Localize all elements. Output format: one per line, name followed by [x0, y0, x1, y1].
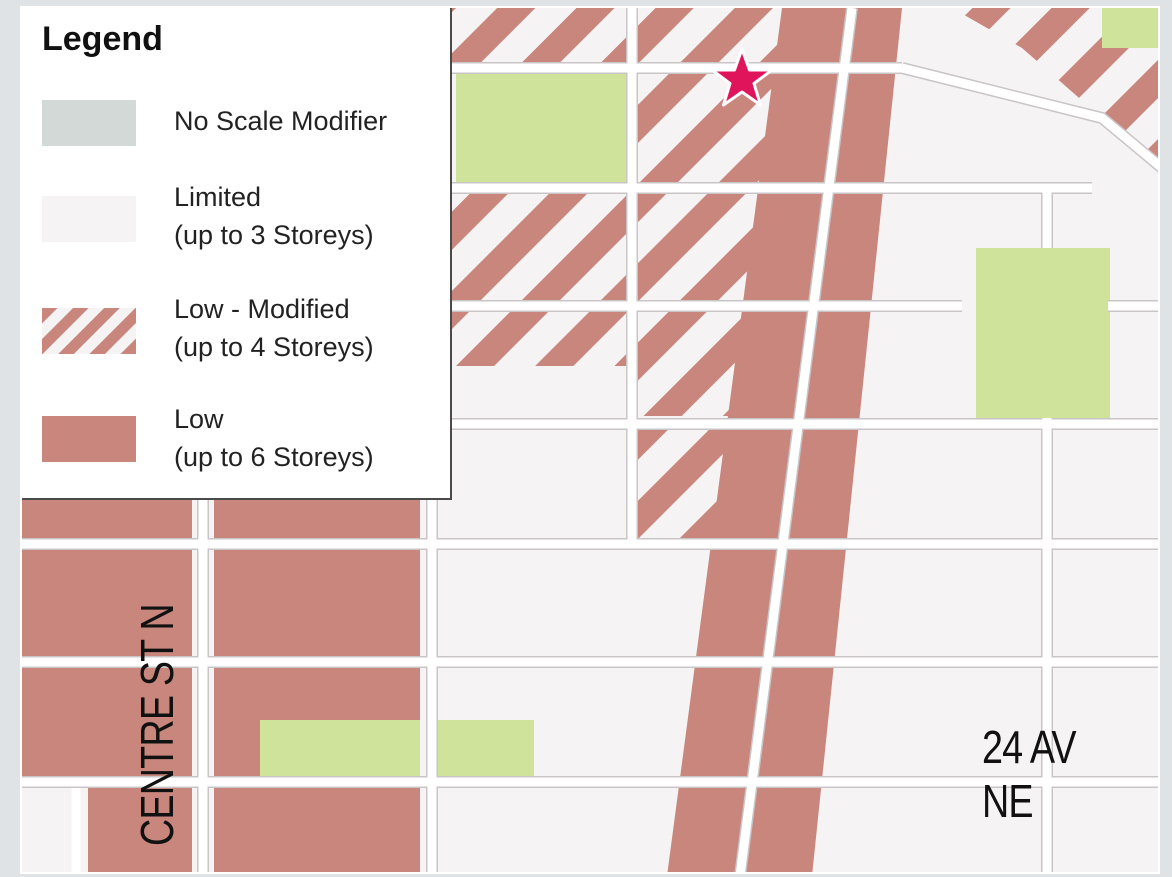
legend-label-no-scale-modifier: No Scale Modifier — [174, 102, 387, 140]
legend-label-limited: Limited (up to 3 Storeys) — [174, 178, 374, 254]
legend-label-low-modified: Low - Modified (up to 4 Storeys) — [174, 290, 374, 366]
legend-label-low: Low (up to 6 Storeys) — [174, 400, 374, 476]
map-canvas — [22, 8, 1158, 872]
park-areas — [260, 8, 1158, 778]
legend-swatch-no-scale-modifier — [42, 100, 136, 146]
street-label: CENTRE ST N — [131, 604, 183, 846]
legend-label-line: (up to 4 Storeys) — [174, 332, 374, 362]
legend-label-line: (up to 6 Storeys) — [174, 442, 374, 472]
street-network — [22, 8, 1158, 872]
legend-label-line: Low — [174, 404, 224, 434]
star-icon — [710, 47, 774, 107]
legend-panel: Legend No Scale Modifier Limited (up to … — [22, 8, 452, 500]
legend-label-line: (up to 3 Storeys) — [174, 220, 374, 250]
legend-swatch-limited — [42, 196, 136, 242]
avenue-label: 24 AV NE — [982, 721, 1077, 827]
legend-label-line: Low - Modified — [174, 294, 350, 324]
legend-swatch-low — [42, 416, 136, 462]
legend-title: Legend — [42, 20, 163, 58]
legend-label-line: No Scale Modifier — [174, 106, 388, 136]
low-zone-west — [22, 498, 420, 872]
legend-swatch-low-modified — [42, 308, 136, 354]
zoning-map: 24 AV NE CENTRE ST N Legend No Scale Mod… — [20, 6, 1160, 874]
legend-label-line: Limited — [174, 182, 262, 212]
